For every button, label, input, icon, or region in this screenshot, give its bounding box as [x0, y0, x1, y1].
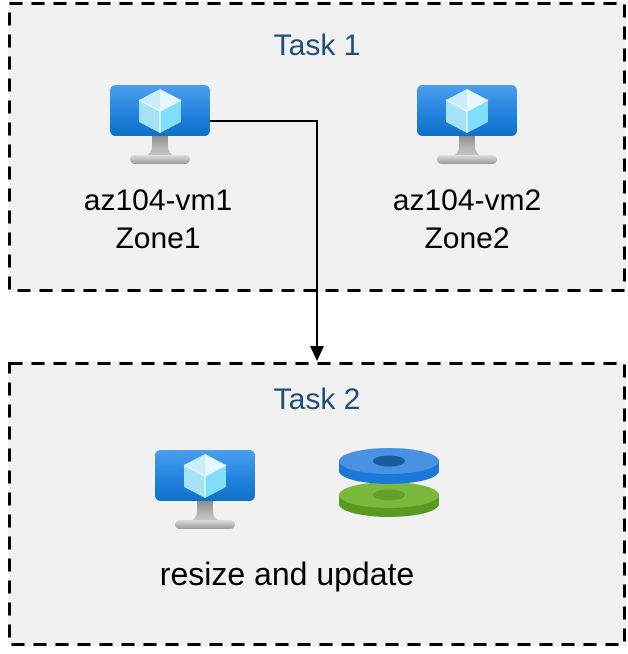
vm-name-label: az104-vm1: [83, 184, 233, 217]
task2-dashed-border: [8, 362, 626, 646]
task2-title: Task 2: [273, 383, 361, 416]
vm2-label: az104-vm2 Zone2: [367, 182, 567, 258]
vm-name-label: az104-vm2: [392, 184, 542, 217]
task1-box: Task 1 az104-vm1 Zone1 az104-vm2 Zone2: [8, 2, 626, 292]
task2-box: Task 2 resize and update: [8, 362, 626, 646]
virtual-machine-icon: [110, 85, 210, 165]
vm1-label: az104-vm1 Zone1: [58, 182, 258, 258]
task1-dashed-border: [8, 2, 626, 292]
virtual-machine-icon: [417, 85, 517, 165]
arrowhead: [310, 346, 324, 361]
virtual-machine-icon: [155, 450, 255, 530]
task2-caption: resize and update: [159, 556, 415, 592]
vm-zone-label: Zone2: [424, 222, 510, 255]
disks-icon: [339, 446, 439, 518]
task1-title: Task 1: [273, 29, 361, 62]
vm-zone-label: Zone1: [115, 222, 201, 255]
